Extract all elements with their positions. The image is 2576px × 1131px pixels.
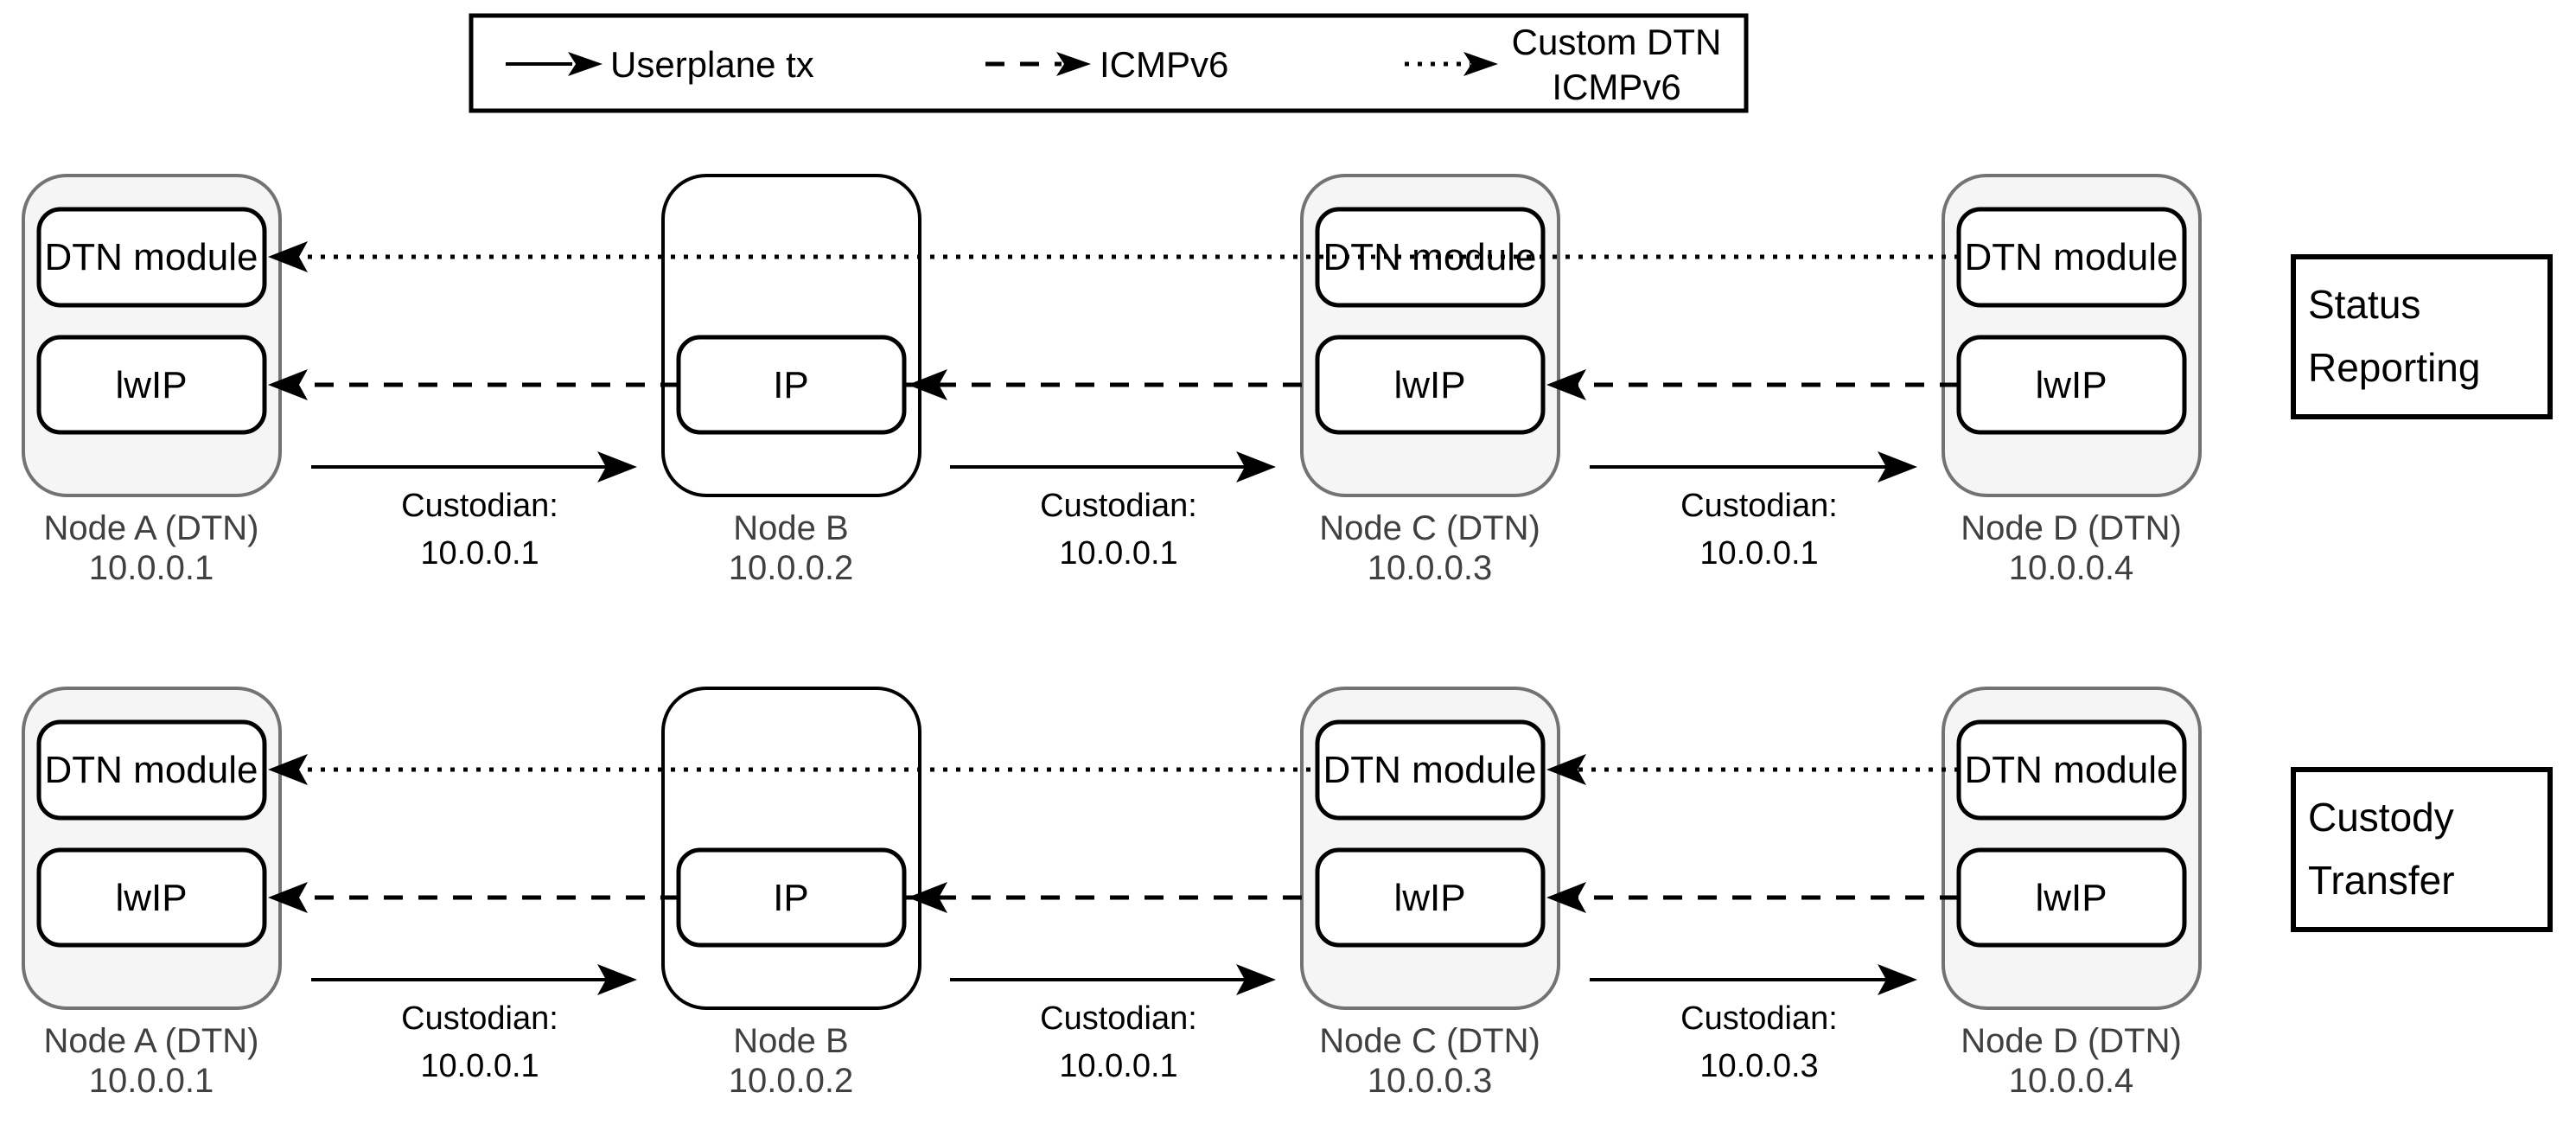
row-custody-transfer: DTN module lwIP IP DTN module lwIP DTN m… [22, 687, 2553, 1100]
node-c-lwip-label: lwIP [1393, 364, 1465, 406]
custodian-a-b-ip: 10.0.0.1 [420, 535, 539, 572]
node-c-name: Node C (DTN) [1319, 509, 1540, 547]
node-c-name: Node C (DTN) [1319, 1022, 1540, 1060]
custodian-a-b-label: Custodian: [401, 488, 558, 524]
node-c-ip: 10.0.0.3 [1368, 549, 1493, 587]
userplane-arrowhead-a-b [597, 964, 637, 995]
userplane-arrowhead-b-c [1236, 451, 1276, 482]
custody-transfer-line1: Custody [2308, 795, 2454, 840]
custodian-c-d-label: Custodian: [1680, 1000, 1838, 1037]
icmpv6-arrowhead-node-c [1546, 882, 1586, 913]
custodian-a-b-label: Custodian: [401, 1000, 558, 1037]
custodian-b-c-label: Custodian: [1040, 1000, 1197, 1037]
icmpv6-arrowhead-node-a [268, 369, 308, 400]
node-a-name: Node A (DTN) [44, 1022, 259, 1060]
status-reporting-box [2291, 254, 2553, 419]
node-b-ip: 10.0.0.2 [729, 1062, 854, 1100]
node-d-dtn-module-label: DTN module [1965, 236, 2178, 278]
node-c-dtn-module-label: DTN module [1323, 749, 1537, 791]
node-c-lwip-label: lwIP [1393, 877, 1465, 919]
node-d-name: Node D (DTN) [1961, 1022, 2182, 1060]
custom-dtn-arrowhead-node-c [1546, 754, 1586, 785]
node-a-name: Node A (DTN) [44, 509, 259, 547]
icmpv6-arrowhead-node-c [1546, 369, 1586, 400]
custodian-a-b-ip: 10.0.0.1 [420, 1048, 539, 1084]
legend-label-custom-dtn-line2: ICMPv6 [1552, 67, 1680, 107]
node-a-lwip-box [36, 847, 267, 948]
node-a-dtn-module-box [36, 719, 267, 821]
node-b-ip-box [676, 847, 907, 948]
node-a-ip: 10.0.0.1 [89, 1062, 214, 1100]
node-a-lwip-label: lwIP [115, 364, 187, 406]
node-b-name: Node B [733, 509, 848, 547]
custodian-b-c-label: Custodian: [1040, 488, 1197, 524]
legend-solid-arrowhead-icon [568, 52, 603, 76]
userplane-arrowhead-c-d [1878, 451, 1917, 482]
custodian-b-c-ip: 10.0.0.1 [1059, 535, 1177, 572]
node-d-name: Node D (DTN) [1961, 509, 2182, 547]
userplane-arrowhead-c-d [1878, 964, 1917, 995]
legend: Userplane tx ICMPv6 Custom DTN ICMPv6 [469, 13, 1749, 113]
custom-dtn-arrowhead-node-a [268, 754, 308, 785]
custody-transfer-box [2291, 767, 2553, 932]
status-reporting-line2: Reporting [2308, 345, 2480, 390]
userplane-arrowhead-a-b [597, 451, 637, 482]
node-c-dtn-module-box [1315, 719, 1546, 821]
node-c-lwip-box [1315, 847, 1546, 948]
node-b-ip: 10.0.0.2 [729, 549, 854, 587]
custodian-c-d-ip: 10.0.0.3 [1699, 1048, 1818, 1084]
legend-dashed-arrowhead-icon [1056, 52, 1091, 76]
node-a-dtn-module-box [36, 207, 267, 308]
userplane-arrowhead-b-c [1236, 964, 1276, 995]
node-c-lwip-box [1315, 335, 1546, 435]
custodian-c-d-label: Custodian: [1680, 488, 1838, 524]
custom-dtn-arrowhead-node-a [268, 241, 308, 272]
icmpv6-arrowhead-node-a [268, 882, 308, 913]
node-d-lwip-box [1956, 335, 2187, 435]
node-a-lwip-box [36, 335, 267, 435]
node-b-ip-label: IP [773, 364, 809, 406]
legend-dotted-arrowhead-icon [1463, 52, 1498, 76]
node-a-lwip-label: lwIP [115, 877, 187, 919]
custodian-c-d-ip: 10.0.0.1 [1699, 535, 1818, 572]
node-a-dtn-module-label: DTN module [45, 749, 258, 791]
node-d-dtn-module-box [1956, 719, 2187, 821]
node-b-name: Node B [733, 1022, 848, 1060]
node-a-ip: 10.0.0.1 [89, 549, 214, 587]
node-d-dtn-module-label: DTN module [1965, 749, 2178, 791]
status-reporting-line1: Status [2308, 282, 2420, 327]
node-a-dtn-module-label: DTN module [45, 236, 258, 278]
node-b-ip-box [676, 335, 907, 435]
node-d-ip: 10.0.0.4 [2009, 549, 2134, 587]
node-d-ip: 10.0.0.4 [2009, 1062, 2134, 1100]
node-b-ip-label: IP [773, 877, 809, 919]
icmpv6-arrowhead-node-b [908, 369, 947, 400]
node-d-lwip-box [1956, 847, 2187, 948]
node-c-ip: 10.0.0.3 [1368, 1062, 1493, 1100]
custody-transfer-line2: Transfer [2308, 858, 2455, 903]
node-d-lwip-label: lwIP [2035, 877, 2107, 919]
row-status-reporting: DTN module lwIP IP DTN module lwIP DTN m… [22, 174, 2553, 587]
icmpv6-arrowhead-node-b [908, 882, 947, 913]
legend-label-userplane: Userplane tx [610, 44, 814, 85]
node-d-lwip-label: lwIP [2035, 364, 2107, 406]
custodian-b-c-ip: 10.0.0.1 [1059, 1048, 1177, 1084]
legend-box [469, 13, 1749, 113]
legend-label-custom-dtn-line1: Custom DTN [1512, 22, 1722, 62]
legend-label-icmpv6: ICMPv6 [1100, 44, 1228, 85]
